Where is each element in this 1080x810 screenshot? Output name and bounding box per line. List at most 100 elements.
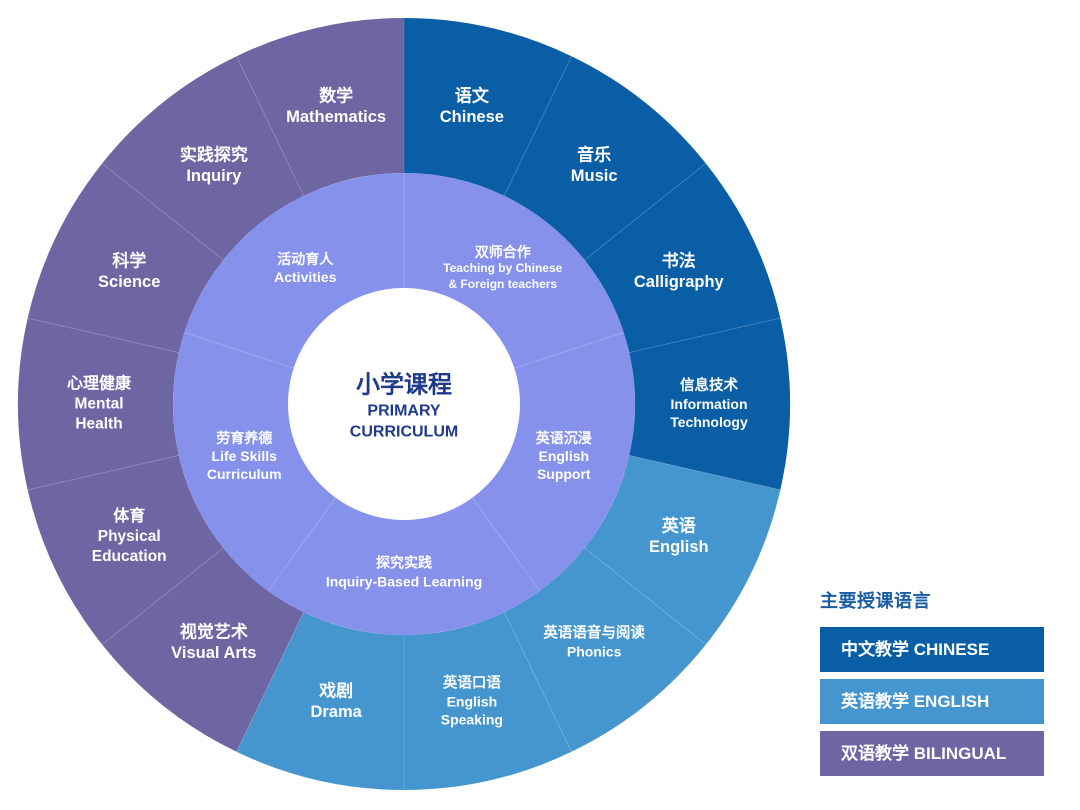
outer-divider [101,162,224,261]
outer-label-2: 书法 Calligraphy [634,251,725,292]
outer-divider [236,56,305,197]
outer-label-2-chinese: 书法 [662,251,696,271]
outer-ring [17,18,790,790]
outer-label-7: 戏剧 Drama [310,680,362,721]
outer-segment-chinese [629,318,790,490]
center-circle [288,288,520,520]
legend-item-chinese: 中文教学 CHINESE [820,627,1044,672]
outer-divider [503,611,572,752]
legend-item-english: 英语教学 ENGLISH [820,679,1044,724]
legend-item-bilingual: 双语教学 BILINGUAL [820,731,1044,776]
outer-label-8: 视觉艺术 Visual Arts [171,621,256,662]
outer-label-9-english-line-1: Physical [98,528,161,545]
outer-label-0: 语文 Chinese [440,86,504,127]
outer-label-12-chinese: 实践探究 [180,145,248,165]
legend-title: 主要授课语言 [820,591,931,611]
inner-divider [267,497,337,592]
legend: 主要授课语言 中文教学 CHINESE 英语教学 ENGLISH 双语教学 BI… [820,586,1044,783]
inner-label-3-chinese: 劳育养德 [216,430,272,446]
outer-label-13-english-line-1: Mathematics [286,108,386,126]
outer-label-13: 数学 Mathematics [286,86,386,127]
outer-segment-english [404,612,572,790]
outer-segment-bilingual [236,18,404,196]
outer-label-13-chinese: 数学 [319,86,353,106]
outer-divider [27,317,179,354]
outer-label-12-english-line-1: Inquiry [186,167,242,185]
outer-divider [236,611,305,752]
outer-segment-english [584,455,781,645]
outer-label-10-chinese: 心理健康 [67,374,132,393]
outer-segment-english [236,612,404,790]
center-title-english-line-2: CURRICULUM [350,424,458,441]
outer-label-6-english-line-2: Speaking [441,711,503,727]
inner-label-4-english-line-1: Activities [274,269,336,285]
outer-segment-chinese [404,18,572,196]
outer-label-11-chinese: 科学 [112,251,146,271]
outer-label-6-chinese: 英语口语 [443,673,501,691]
outer-divider [584,547,707,646]
outer-label-10-english-line-2: Health [75,416,122,433]
outer-divider [584,162,707,261]
inner-label-3-english-line-1: Life Skills [212,448,278,464]
outer-label-2-english-line-1: Calligraphy [634,273,725,291]
outer-label-1: 音乐 Music [571,145,618,186]
outer-label-9-english-line-2: Education [92,548,167,565]
outer-segment-bilingual [17,318,179,490]
outer-label-12: 实践探究 Inquiry [180,145,248,186]
inner-label-0-english-line-1: Teaching by Chinese [443,261,562,275]
outer-label-3-english-line-1: Information [671,396,748,412]
outer-label-4-english-line-1: English [649,538,709,556]
inner-label-4: 活动育人 Activities [274,251,336,285]
center-title-english-line-1: PRIMARY [367,403,441,420]
outer-segment-bilingual [27,455,224,645]
inner-label-0-chinese: 双师合作 [475,244,531,260]
outer-segment-bilingual [102,548,304,752]
inner-label-2-english-line-1: Inquiry-Based Learning [326,574,482,590]
outer-segment-bilingual [102,56,304,260]
outer-label-3-chinese: 信息技术 [680,376,738,394]
outer-label-7-chinese: 戏剧 [318,680,353,700]
inner-label-4-chinese: 活动育人 [277,251,334,267]
outer-segment-english [504,548,706,752]
outer-label-0-english-line-1: Chinese [440,108,504,126]
outer-divider [101,547,224,646]
outer-label-1-english-line-1: Music [571,167,618,185]
outer-label-6-english-line-1: English [447,693,498,709]
outer-label-9-chinese: 体育 [113,506,145,525]
outer-divider [629,454,781,491]
outer-label-4-chinese: 英语 [662,515,696,535]
outer-segment-chinese [504,56,706,260]
outer-divider [27,454,179,491]
outer-label-0-chinese: 语文 [455,86,490,106]
outer-label-1-chinese: 音乐 [577,145,611,165]
outer-label-3-english-line-2: Technology [670,414,748,430]
outer-label-4: 英语 English [649,515,709,556]
outer-divider [629,317,781,354]
outer-label-8-english-line-1: Visual Arts [171,644,256,662]
outer-label-7-english-line-1: Drama [310,703,362,721]
inner-divider [184,332,294,369]
outer-divider [503,56,572,197]
inner-divider [471,497,541,592]
outer-label-11-english-line-1: Science [98,273,160,291]
inner-label-1-chinese: 英语沉浸 [535,430,592,446]
outer-segment-chinese [584,163,781,353]
inner-label-1-english-line-1: English [538,448,589,464]
inner-label-3-english-line-2: Curriculum [207,466,282,482]
outer-label-5-english-line-1: Phonics [567,643,622,659]
outer-label-11: 科学 Science [98,251,160,292]
inner-label-1-english-line-2: Support [537,466,591,482]
inner-label-0-english-line-2: & Foreign teachers [448,277,557,291]
outer-label-8-chinese: 视觉艺术 [180,621,248,641]
outer-segment-bilingual [27,163,224,353]
outer-label-10-english-line-1: Mental [74,396,123,413]
